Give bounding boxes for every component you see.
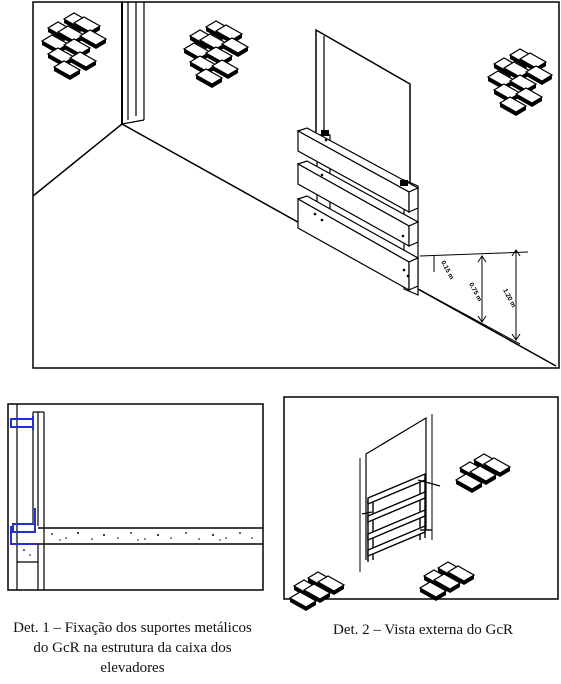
detail-2-door-opening [365,416,427,560]
concrete-aggregate [23,532,253,556]
detail-1-frame [7,403,264,591]
dimension-label-075: 0.75 m [467,282,483,303]
barrier-plank-bottom [296,195,420,292]
detail-2-frame [283,396,559,600]
dimension-label-120: 1.20 m [501,288,517,309]
dimension-label-015: 0.15 m [439,260,455,281]
detail-2-brick-cluster-bottom-left [290,572,344,611]
brick-cluster-right [488,49,552,116]
brick-cluster-center [184,21,248,88]
detail-2-barrier [361,472,441,562]
brick-cluster-left [42,13,106,80]
metal-support-bracket-top [10,416,34,430]
detail-2-brick-cluster-bottom [420,562,474,601]
main-view-frame [32,1,560,369]
barrier-plank-top [296,127,420,214]
main-isometric-view: 0.15 m 0.75 m 1.20 m [32,1,560,369]
door-opening [315,28,411,186]
detail-1-section-view [7,403,264,591]
detail-2-caption: Det. 2 – Vista externa do GcR [332,622,514,638]
barrier-plank-middle [296,160,420,248]
plank-nails [313,138,410,278]
floor-edge-left [32,123,123,197]
detail-2-external-view [283,396,559,611]
metal-support-bracket-bottom [10,508,38,545]
detail-2-brick-cluster-right [456,454,510,493]
dimension-lines [419,249,529,345]
detail-1-caption: Det. 1 – Fixação dos suportes metálicos … [13,620,252,676]
